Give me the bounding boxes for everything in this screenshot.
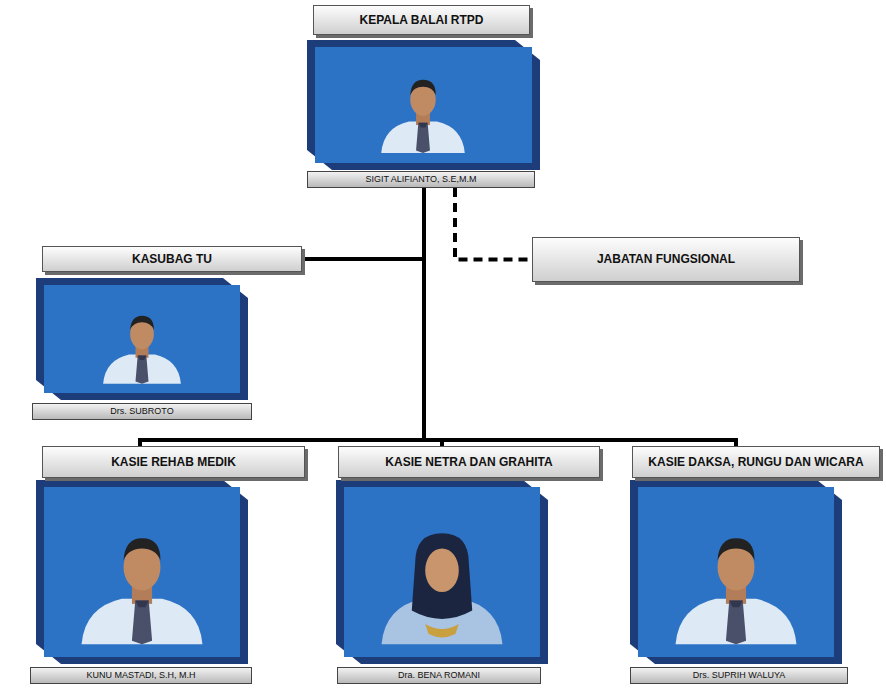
position-title: KASIE REHAB MEDIK xyxy=(42,446,305,478)
person-name: Drs. SUPRIH WALUYA xyxy=(630,667,848,684)
photo xyxy=(336,480,548,664)
position-title: KASIE DAKSA, RUNGU DAN WICARA xyxy=(632,446,880,478)
person-name: SIGIT ALIFIANTO, S.E,M.M xyxy=(307,171,535,188)
org-unit: JABATAN FUNGSIONAL xyxy=(532,237,800,282)
org-connector xyxy=(424,188,736,446)
photo xyxy=(36,278,248,400)
position-title: KEPALA BALAI RTPD xyxy=(313,5,530,35)
org-unit: KASUBAG TU Drs. SUBROTO xyxy=(32,246,302,420)
photo xyxy=(630,480,842,664)
position-title: KASIE NETRA DAN GRAHITA xyxy=(338,446,600,478)
position-title: KASUBAG TU xyxy=(42,246,302,272)
org-unit: KASIE NETRA DAN GRAHITA Dra. BENA ROMANI xyxy=(336,446,600,684)
org-unit: KASIE DAKSA, RUNGU DAN WICARA Drs. SUPRIH… xyxy=(630,446,882,684)
org-connector xyxy=(455,188,532,260)
org-unit: KASIE REHAB MEDIK KUNU MASTADI, S.H, M.H xyxy=(30,446,305,684)
org-unit: KEPALA BALAI RTPD SIGIT ALIFIANTO, S.E,M.… xyxy=(307,5,540,188)
photo xyxy=(36,480,248,664)
person-name: KUNU MASTADI, S.H, M.H xyxy=(30,667,252,684)
photo xyxy=(307,40,540,170)
person-name: Drs. SUBROTO xyxy=(32,403,252,420)
org-connector xyxy=(424,188,442,446)
org-connector xyxy=(302,188,424,259)
person-name: Dra. BENA ROMANI xyxy=(337,667,541,684)
function-box: JABATAN FUNGSIONAL xyxy=(532,237,800,282)
